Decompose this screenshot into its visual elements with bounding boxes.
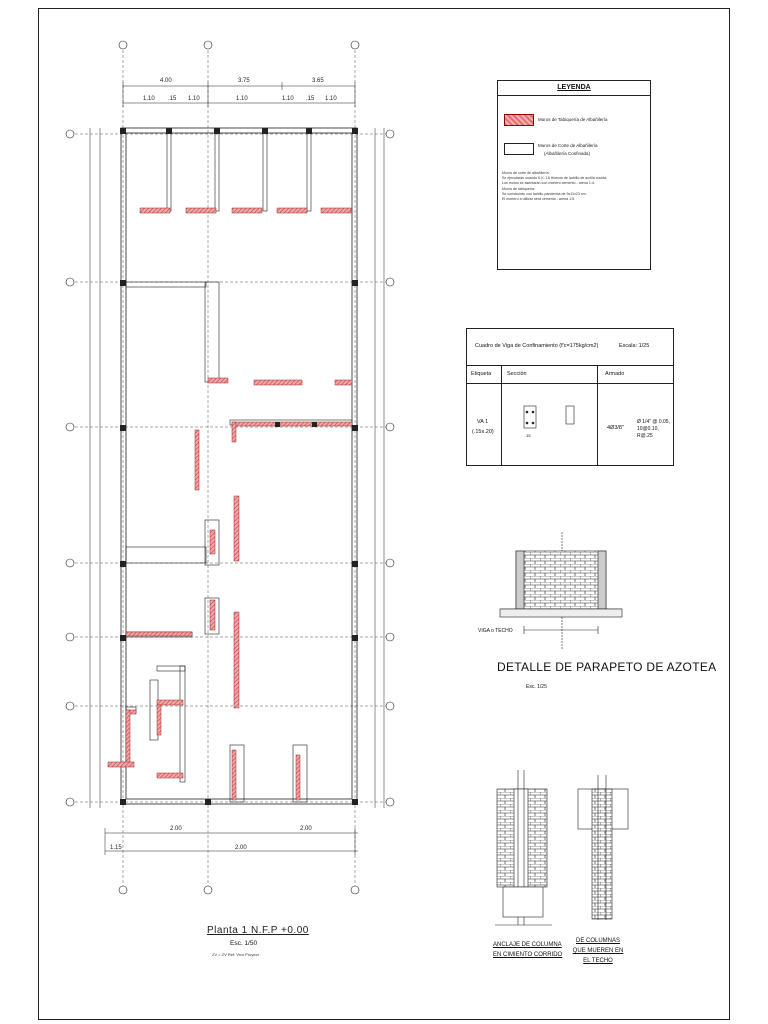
dim-bottom-1: 1.15 bbox=[110, 845, 122, 851]
dim-top-p1: 1.10 bbox=[143, 96, 155, 102]
legend-divider bbox=[498, 95, 650, 96]
detail-title: DETALLE DE PARAPETO DE AZOTEA bbox=[497, 660, 717, 674]
parapet-detail bbox=[499, 532, 623, 650]
roof-column-title-line1: DE COLUMNAS bbox=[575, 938, 620, 944]
anchorage-title-line1: ANCLAJE DE COLUMNA bbox=[493, 942, 562, 948]
dim-top-p6: .15 bbox=[306, 96, 315, 102]
shear-walls-red bbox=[107, 207, 353, 801]
column-roof-detail bbox=[577, 775, 629, 920]
beam-label-dims: (.15x.20) bbox=[472, 429, 494, 435]
drawing-sheet-border bbox=[38, 8, 730, 1020]
column-anchorage-detail bbox=[495, 770, 552, 926]
plan-title: Planta 1 N.F.P +0.00 bbox=[207, 925, 309, 936]
legend-swatch-shear-wall bbox=[504, 143, 534, 155]
legend-swatch-partition-wall bbox=[504, 114, 534, 126]
plan-scale: Esc. 1/50 bbox=[230, 940, 258, 947]
legend-note: Se construirán con ladrillo pandereta de… bbox=[502, 191, 587, 196]
roof-column-title-line3: EL TECHO bbox=[583, 958, 613, 964]
dim-top-3: 3.65 bbox=[312, 78, 324, 84]
anchorage-title-line2: EN CIMIENTO CORRIDO bbox=[493, 952, 563, 958]
axis-grid bbox=[70, 45, 390, 890]
dim-top-p7: 1.10 bbox=[325, 96, 337, 102]
outer-walls bbox=[120, 127, 358, 805]
legend-item-shear-sub: (Albañilería Confinada) bbox=[544, 151, 591, 156]
dim-bottom-4: 2.00 bbox=[300, 826, 312, 832]
beam-table-title: Cuadro de Viga de Confinamiento (f'c=175… bbox=[475, 343, 599, 349]
legend-note: El mortero a utilizar será cemento - are… bbox=[502, 197, 576, 202]
beam-col-label: Etiqueta bbox=[471, 371, 492, 377]
roof-column-title-line2: QUE MUEREN EN bbox=[572, 948, 624, 954]
legend-title: LEYENDA bbox=[557, 84, 591, 91]
legend-note: Muros de corte de albañilería: bbox=[502, 171, 550, 175]
beam-label-value: VA 1 bbox=[477, 419, 489, 425]
legend-box: LEYENDA Muros de Tabiquería de Albañiler… bbox=[497, 80, 651, 270]
beam-stirrups: Ø 1/4" @ 0.05, 10@0.10, R@.25 bbox=[637, 419, 670, 439]
dim-top-p5: 1.10 bbox=[282, 96, 294, 102]
legend-item-shear: Muros de Corte de Albañilería bbox=[538, 143, 598, 148]
beam-steel-bars: 4Ø3/8" bbox=[607, 425, 624, 431]
beam-section-dim: .15 bbox=[525, 433, 531, 438]
dim-top-p4: 1.10 bbox=[236, 96, 248, 102]
bottom-dimension-lines bbox=[104, 828, 358, 855]
side-dimension-lines bbox=[89, 128, 385, 808]
axis-bubbles bbox=[65, 40, 395, 895]
columns bbox=[120, 128, 358, 805]
legend-note: Muros de tabiquería: bbox=[502, 186, 535, 191]
beam-section-icons bbox=[523, 405, 575, 429]
beam-col-section: Sección bbox=[507, 371, 527, 377]
dim-bottom-3: 2.00 bbox=[235, 845, 247, 851]
dim-bottom-2: 2.00 bbox=[170, 826, 182, 832]
legend-note: Se ejecutarán usando K.K. 18 Huecos de l… bbox=[502, 176, 608, 181]
beam-table: Cuadro de Viga de Confinamiento (f'c=175… bbox=[466, 328, 674, 466]
anchorage-title: ANCLAJE DE COLUMNA EN CIMIENTO CORRIDO bbox=[493, 940, 562, 960]
legend-note: Los muros se asentarán con mortero cemen… bbox=[502, 181, 595, 186]
interior-walls bbox=[125, 132, 353, 803]
legend-item-partition: Muros de Tabiquería de Albañilería bbox=[538, 117, 608, 122]
dim-top-1: 4.00 bbox=[160, 78, 172, 84]
beam-table-scale: Escala: 1/25 bbox=[619, 343, 650, 349]
dim-top-p2: .15 bbox=[168, 96, 177, 102]
plan-note: ZV = ZV Ref. Vivo Proyect bbox=[212, 952, 259, 957]
dim-top-p3: 1.10 bbox=[188, 96, 200, 102]
detail-scale: Esc. 1/25 bbox=[526, 684, 547, 690]
dim-top-2: 3.75 bbox=[238, 78, 250, 84]
detail-label-beam: VIGA o TECHO bbox=[478, 628, 513, 634]
top-dimension-lines bbox=[122, 82, 356, 107]
beam-col-steel: Armado bbox=[605, 371, 625, 377]
roof-column-title: DE COLUMNAS QUE MUEREN EN EL TECHO bbox=[568, 936, 628, 966]
legend-notes: Muros de corte de albañilería: Se ejecut… bbox=[502, 171, 648, 202]
